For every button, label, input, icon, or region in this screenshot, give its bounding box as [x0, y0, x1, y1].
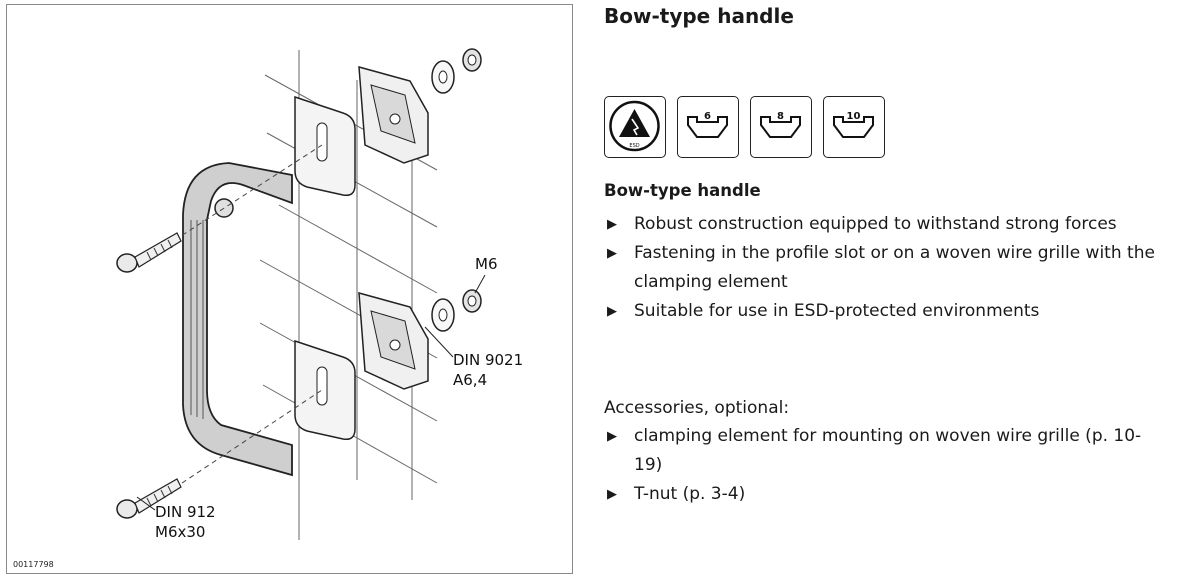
page-title: Bow-type handle — [604, 4, 794, 28]
property-icon-row: ESD 6 8 10 — [604, 96, 885, 158]
esd-icon: ESD — [604, 96, 666, 158]
bullet-arrow-icon: ▶ — [607, 217, 617, 232]
feature-item: ▶Suitable for use in ESD-protected envir… — [604, 297, 1164, 326]
nut-callout: M6 — [475, 255, 498, 273]
slot-10-label: 10 — [847, 111, 861, 122]
accessories-heading: Accessories, optional: — [604, 398, 790, 418]
handle-drawing — [116, 48, 486, 540]
lower-screw — [116, 478, 182, 519]
profile-slot-10-icon: 10 — [823, 96, 885, 158]
slot-8-label: 8 — [777, 111, 784, 122]
bullet-arrow-icon: ▶ — [607, 487, 617, 502]
lower-clamp-bracket — [358, 291, 429, 390]
feature-item: ▶Fastening in the profile slot or on a w… — [604, 239, 1164, 297]
upper-end-plate — [294, 95, 356, 197]
screw-callout-line1: DIN 912 — [155, 503, 216, 521]
accessory-item: ▶T-nut (p. 3-4) — [604, 480, 1164, 509]
bullet-arrow-icon: ▶ — [607, 246, 617, 261]
screw-callout-line2: M6x30 — [155, 523, 206, 541]
lower-end-plate — [294, 339, 356, 441]
bow-handle-body — [182, 162, 293, 477]
upper-screw — [116, 232, 182, 273]
accessory-item: ▶clamping element for mounting on woven … — [604, 422, 1164, 480]
bullet-arrow-icon: ▶ — [607, 304, 617, 319]
upper-clamp-bracket — [358, 65, 429, 164]
section-title: Bow-type handle — [604, 181, 761, 200]
feature-list: ▶Robust construction equipped to withsta… — [604, 210, 1164, 326]
profile-slot-8-icon: 8 — [750, 96, 812, 158]
upper-washer-nut — [431, 48, 482, 94]
figure-id: 00117798 — [13, 560, 54, 569]
bullet-arrow-icon: ▶ — [607, 429, 617, 444]
feature-item: ▶Robust construction equipped to withsta… — [604, 210, 1164, 239]
washer-callout-line1: DIN 9021 — [453, 351, 524, 369]
esd-icon-label: ESD — [629, 143, 639, 149]
washer-callout-line2: A6,4 — [453, 371, 488, 389]
slot-6-label: 6 — [704, 111, 711, 122]
exploded-view-figure: M6 DIN 9021 A6,4 DIN 912 M6x30 00117798 — [6, 4, 573, 574]
profile-slot-6-icon: 6 — [677, 96, 739, 158]
accessories-list: ▶clamping element for mounting on woven … — [604, 422, 1164, 509]
lower-washer-nut — [431, 289, 482, 332]
